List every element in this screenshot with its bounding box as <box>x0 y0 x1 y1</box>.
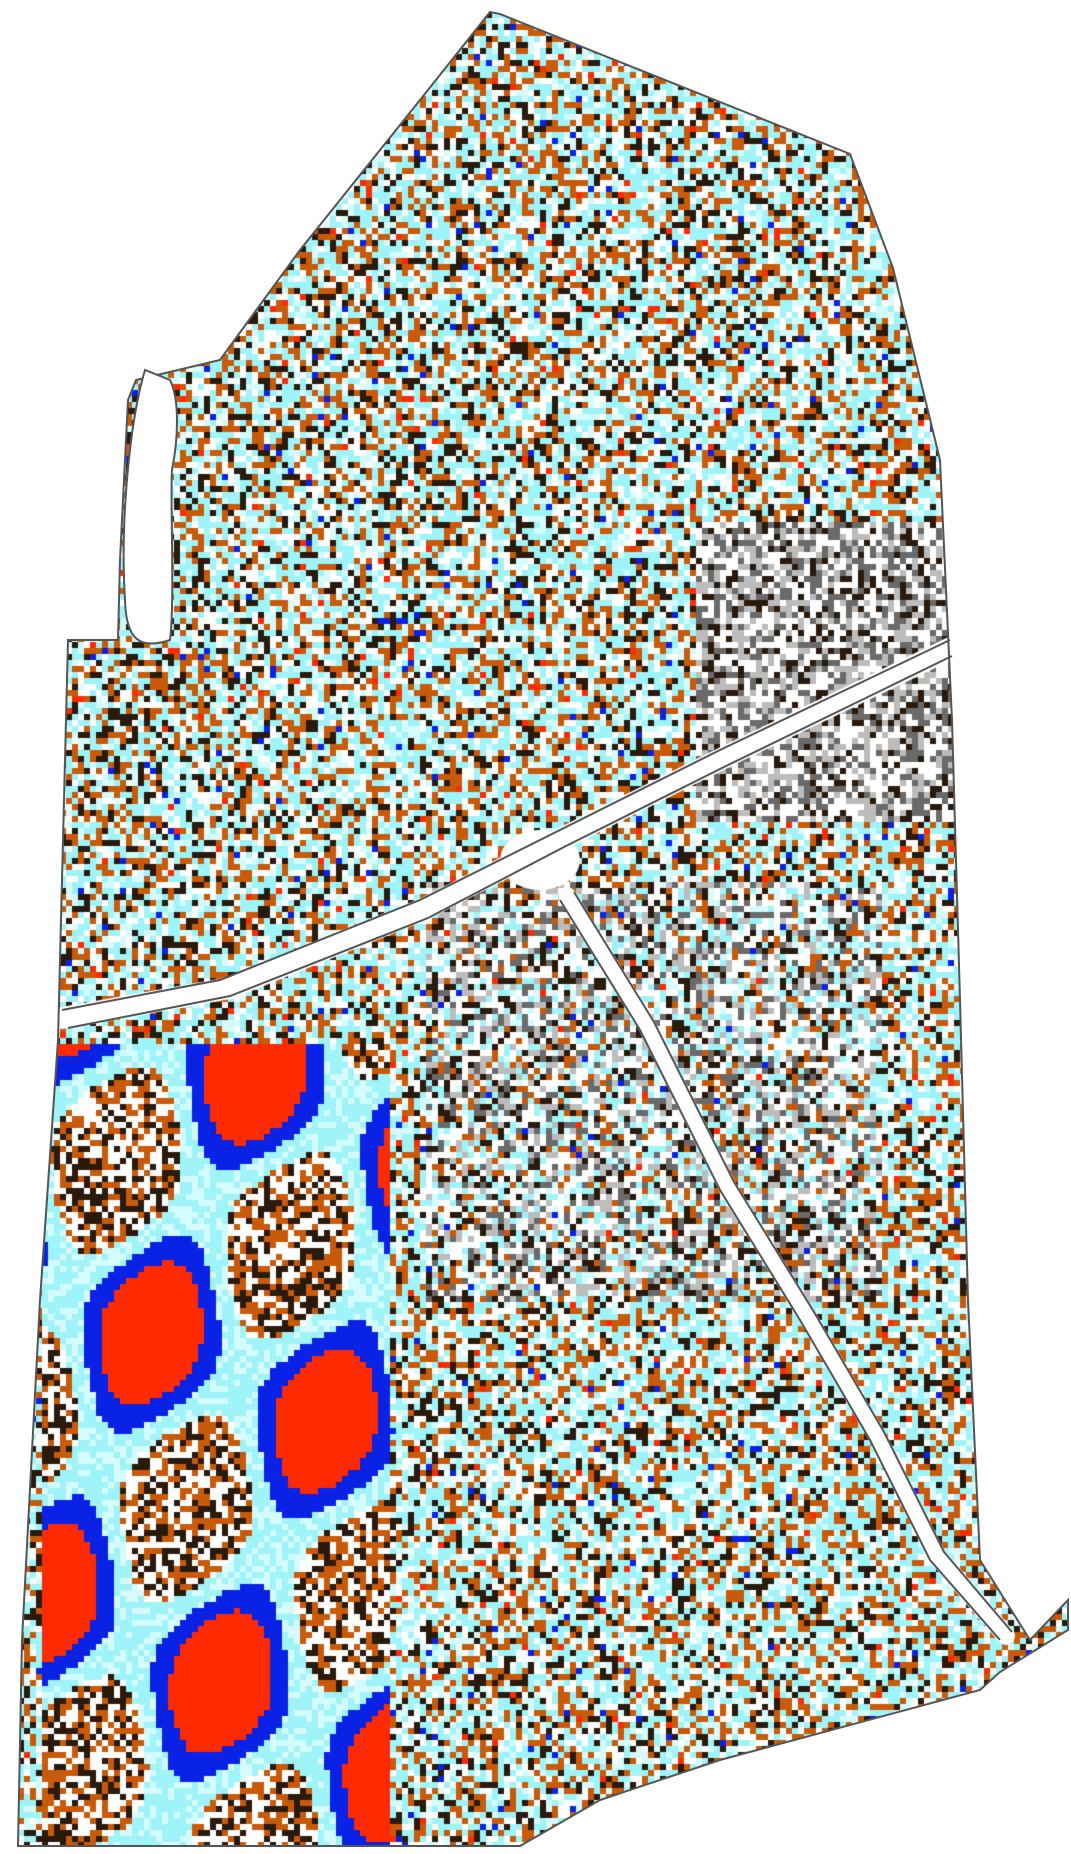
field-boundary-outline <box>16 10 1069 1847</box>
track-diagonal-west <box>61 639 953 1029</box>
enclosure-outline <box>122 368 178 645</box>
track-diagonal-east <box>559 891 1013 1641</box>
